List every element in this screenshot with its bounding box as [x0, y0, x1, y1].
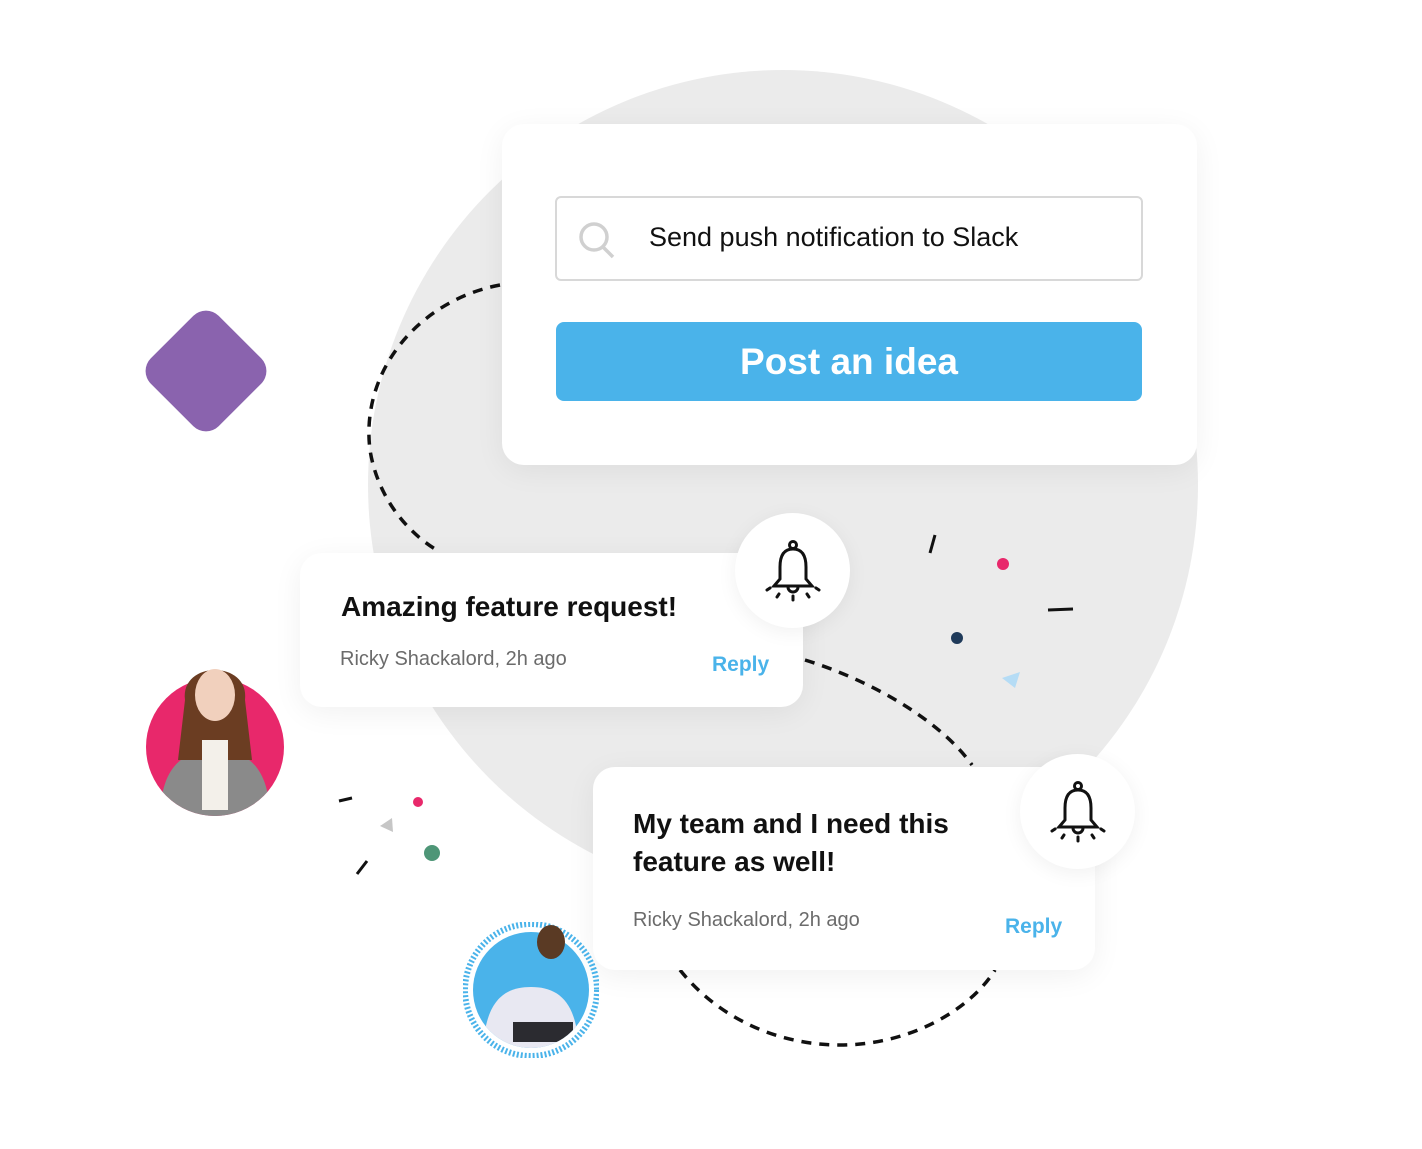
- bell-badge: [1020, 754, 1135, 869]
- reply-link[interactable]: Reply: [712, 653, 770, 676]
- post-idea-card: [502, 124, 1197, 465]
- dashed-curve: [367, 283, 501, 554]
- notification-meta: Ricky Shackalord, 2h ago: [633, 909, 860, 931]
- reply-link[interactable]: Reply: [1005, 915, 1063, 938]
- notification-card: Amazing feature request! Ricky Shackalor…: [300, 553, 803, 707]
- notification-title: My team and I need this feature as well!: [633, 808, 949, 877]
- notification-title: Amazing feature request!: [341, 591, 678, 622]
- notification-meta: Ricky Shackalord, 2h ago: [340, 648, 567, 670]
- search-input[interactable]: Send push notification to Slack: [555, 196, 1143, 281]
- notification-card: My team and I need this feature as well!…: [593, 767, 1095, 970]
- search-icon: [579, 222, 615, 259]
- dashed-curve: [678, 968, 997, 1047]
- bell-icon: [765, 539, 820, 601]
- dashed-curve: [804, 658, 974, 767]
- avatar-woman: [146, 669, 284, 816]
- avatar-man: [463, 922, 599, 1058]
- bell-icon: [1050, 780, 1105, 842]
- search-value: Send push notification to Slack: [649, 222, 1019, 252]
- post-idea-button[interactable]: Post an idea: [556, 322, 1142, 401]
- bell-badge: [735, 513, 850, 628]
